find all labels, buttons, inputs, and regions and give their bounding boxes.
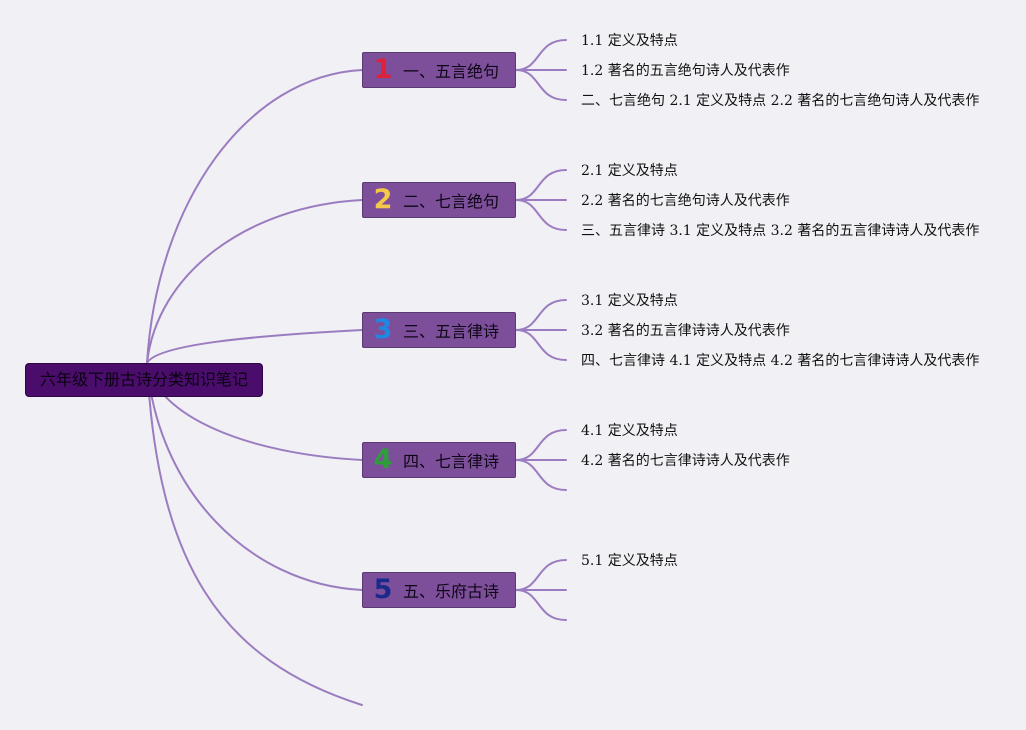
topic-label: 三、五言律诗 [403, 322, 500, 341]
leaf-node[interactable]: 5.1 定义及特点 [581, 553, 678, 569]
topic-4-branch-line-1 [515, 429, 567, 461]
root-to-topic-line-1 [146, 69, 363, 364]
number-5-icon: 5 [373, 574, 393, 605]
topic-node-3[interactable]: 3 三、五言律诗 [362, 312, 516, 348]
topic-5-branch-line-1 [515, 559, 567, 591]
leaf-node[interactable]: 3.1 定义及特点 [581, 293, 678, 309]
topic-3-branch-line-3 [515, 329, 567, 361]
topic-2-branch-line-3 [515, 199, 567, 231]
topic-label: 五、乐府古诗 [403, 582, 500, 601]
topic-5-branch-line-3 [515, 589, 567, 621]
leaf-node[interactable]: 四、七言律诗 4.1 定义及特点 4.2 著名的七言律诗诗人及代表作 [581, 353, 980, 369]
leaf-node[interactable]: 2.1 定义及特点 [581, 163, 678, 179]
topic-label: 一、五言绝句 [403, 62, 500, 81]
topic-node-1[interactable]: 1 一、五言绝句 [362, 52, 516, 88]
topic-3-branch-line-1 [515, 299, 567, 331]
leaf-node[interactable]: 3.2 著名的五言律诗诗人及代表作 [581, 323, 790, 339]
number-1-icon: 1 [373, 54, 393, 85]
root-to-topic-line-3 [146, 329, 363, 364]
topic-label: 四、七言律诗 [403, 452, 500, 471]
root-to-topic-line-2 [146, 199, 363, 364]
number-3-icon: 3 [373, 314, 393, 345]
topic-label: 二、七言绝句 [403, 192, 500, 211]
leaf-node[interactable]: 2.2 著名的七言绝句诗人及代表作 [581, 193, 790, 209]
root-extra-line [146, 362, 363, 706]
root-node[interactable]: 六年级下册古诗分类知识笔记 [25, 363, 263, 397]
leaf-node[interactable]: 三、五言律诗 3.1 定义及特点 3.2 著名的五言律诗诗人及代表作 [581, 223, 980, 239]
number-4-icon: 4 [373, 444, 393, 475]
topic-2-branch-line-1 [515, 169, 567, 201]
topic-node-4[interactable]: 4 四、七言律诗 [362, 442, 516, 478]
leaf-node[interactable]: 1.2 著名的五言绝句诗人及代表作 [581, 63, 790, 79]
leaf-node[interactable]: 二、七言绝句 2.1 定义及特点 2.2 著名的七言绝句诗人及代表作 [581, 93, 980, 109]
topic-node-5[interactable]: 5 五、乐府古诗 [362, 572, 516, 608]
number-2-icon: 2 [373, 184, 393, 215]
topic-1-branch-line-1 [515, 39, 567, 71]
leaf-node[interactable]: 4.1 定义及特点 [581, 423, 678, 439]
topic-node-2[interactable]: 2 二、七言绝句 [362, 182, 516, 218]
leaf-node[interactable]: 1.1 定义及特点 [581, 33, 678, 49]
topic-4-branch-line-3 [515, 459, 567, 491]
topic-1-branch-line-3 [515, 69, 567, 101]
root-to-topic-line-5 [146, 362, 363, 591]
leaf-node[interactable]: 4.2 著名的七言律诗诗人及代表作 [581, 453, 790, 469]
